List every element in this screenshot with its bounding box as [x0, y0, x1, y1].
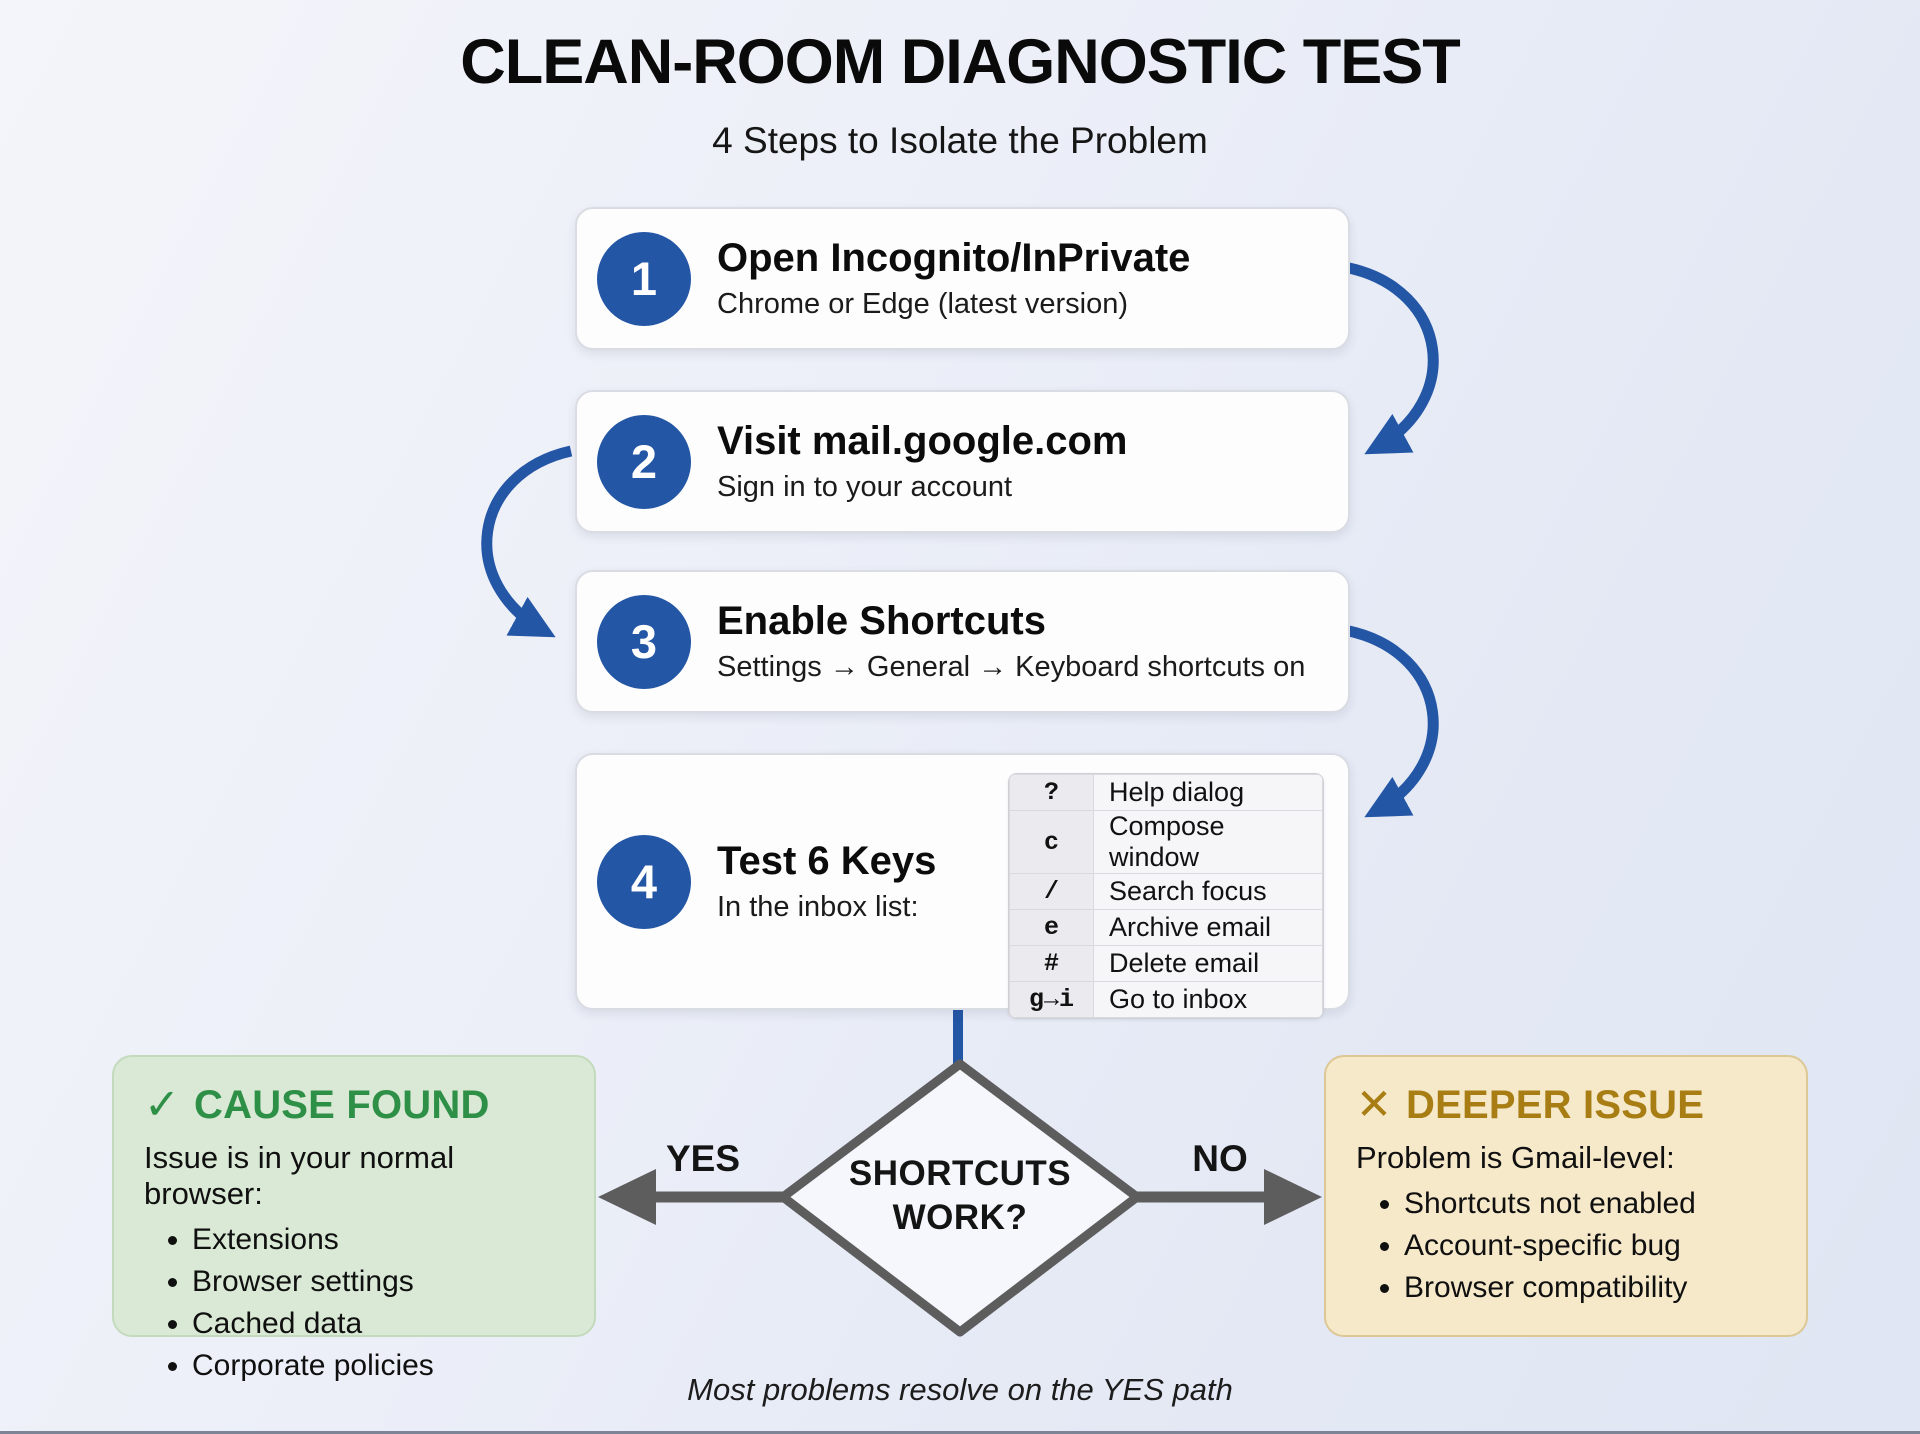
shortcut-key-table: ? Help dialog c Compose window / Search …: [1008, 773, 1324, 1019]
step-4-subtitle: In the inbox list:: [717, 891, 919, 924]
deeper-issue-list: Shortcuts not enabled Account-specific b…: [1356, 1184, 1776, 1307]
shortcut-action: Search focus: [1093, 873, 1323, 910]
deeper-issue-subtitle: Problem is Gmail-level:: [1356, 1140, 1675, 1175]
yes-branch-label: YES: [665, 1138, 741, 1179]
shortcut-key: #: [1009, 945, 1094, 982]
list-item: Extensions: [192, 1220, 564, 1259]
page-subtitle: 4 Steps to Isolate the Problem: [712, 120, 1208, 161]
table-row: e Archive email: [1009, 909, 1323, 946]
table-row: / Search focus: [1009, 873, 1323, 910]
shortcut-action: Go to inbox: [1093, 981, 1323, 1018]
cause-found-subtitle: Issue is in your normal browser:: [144, 1140, 455, 1211]
step-4-title: Test 6 Keys: [717, 838, 937, 883]
step-1-subtitle: Chrome or Edge (latest version): [717, 288, 1128, 321]
table-row: g→i Go to inbox: [1009, 981, 1323, 1018]
step-2-number-badge: 2: [597, 414, 691, 509]
deeper-issue-box: ✕ DEEPER ISSUE Problem is Gmail-level: S…: [1324, 1055, 1808, 1337]
step-card-4: 4 Test 6 Keys In the inbox list: ? Help …: [575, 753, 1350, 1019]
step-3-title: Enable Shortcuts: [717, 598, 1046, 643]
shortcut-key: e: [1009, 909, 1094, 946]
step-2-subtitle: Sign in to your account: [717, 471, 1013, 504]
step-3-number-badge: 3: [597, 594, 691, 689]
step-1-number-badge: 1: [597, 231, 691, 326]
list-item: Corporate policies: [192, 1346, 564, 1385]
arrow-step3-to-step4-icon: [1347, 625, 1439, 818]
step-3-subtitle: Settings → General → Keyboard shortcuts …: [717, 651, 1306, 684]
cause-found-box: ✓ CAUSE FOUND Issue is in your normal br…: [112, 1055, 596, 1382]
table-row: c Compose window: [1009, 810, 1323, 874]
footnote: Most problems resolve on the YES path: [687, 1372, 1233, 1407]
shortcut-key: ?: [1009, 774, 1094, 811]
decision-question: SHORTCUTS WORK?: [848, 1154, 1072, 1237]
deeper-issue-title: DEEPER ISSUE: [1406, 1083, 1705, 1127]
list-item: Browser settings: [192, 1262, 564, 1301]
arrow-step2-to-step3-icon: [481, 445, 573, 638]
step-card-1: 1 Open Incognito/InPrivate Chrome or Edg…: [575, 207, 1350, 350]
step-4-number-badge: 4: [597, 834, 691, 929]
table-row: ? Help dialog: [1009, 774, 1323, 811]
step-2-title: Visit mail.google.com: [717, 418, 1128, 463]
list-item: Cached data: [192, 1304, 564, 1343]
no-branch-label: NO: [1192, 1138, 1248, 1179]
cause-found-list: Extensions Browser settings Cached data …: [144, 1220, 564, 1385]
shortcut-action: Delete email: [1093, 945, 1323, 982]
table-row: # Delete email: [1009, 945, 1323, 982]
shortcut-key: /: [1009, 873, 1094, 910]
shortcut-action: Archive email: [1093, 909, 1323, 946]
shortcut-action: Help dialog: [1093, 774, 1323, 811]
step-1-title: Open Incognito/InPrivate: [717, 235, 1191, 280]
step-card-2: 2 Visit mail.google.com Sign in to your …: [575, 390, 1350, 533]
shortcut-key: g→i: [1009, 981, 1094, 1018]
cross-icon: ✕: [1356, 1081, 1393, 1129]
page-title: CLEAN-ROOM DIAGNOSTIC TEST: [460, 27, 1460, 97]
shortcut-action: Compose window: [1093, 810, 1323, 874]
checkmark-icon: ✓: [144, 1081, 181, 1129]
list-item: Browser compatibility: [1404, 1268, 1776, 1307]
cause-found-title: CAUSE FOUND: [194, 1083, 490, 1127]
arrow-step1-to-step2-icon: [1347, 262, 1439, 455]
list-item: Account-specific bug: [1404, 1226, 1776, 1265]
step-card-3: 3 Enable Shortcuts Settings → General → …: [575, 570, 1350, 713]
shortcut-key: c: [1009, 810, 1094, 874]
list-item: Shortcuts not enabled: [1404, 1184, 1776, 1223]
